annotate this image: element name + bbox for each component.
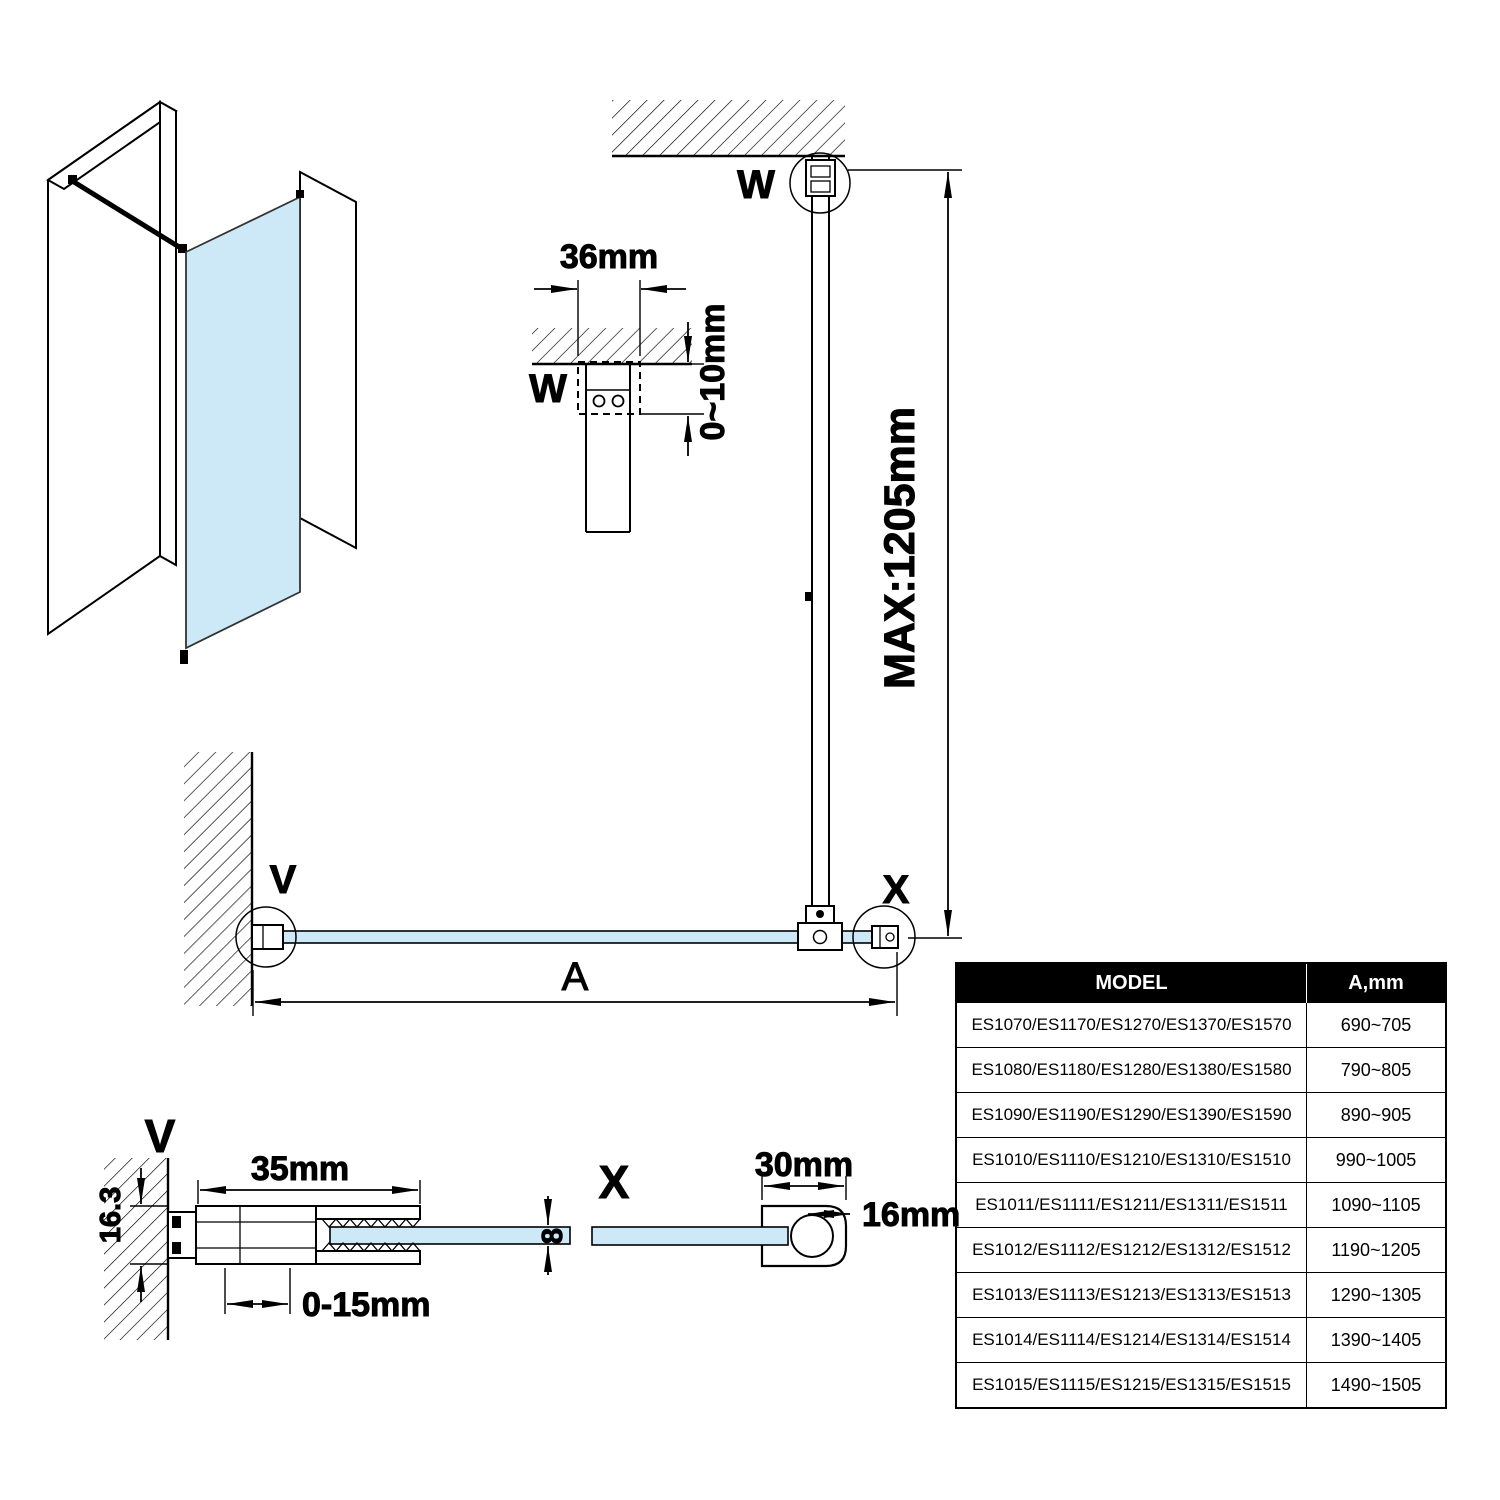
a-cell: 1490~1505 xyxy=(1306,1362,1447,1409)
table-row: ES1013/ES1113/ES1213/ES1313/ES1513 1290~… xyxy=(955,1272,1447,1318)
table-row: ES1080/ES1180/ES1280/ES1380/ES1580 790~8… xyxy=(955,1047,1447,1093)
detail-x-label: X xyxy=(599,1156,630,1208)
table-row: ES1014/ES1114/ES1214/ES1314/ES1514 1390~… xyxy=(955,1317,1447,1363)
wall-hatch xyxy=(184,752,252,1006)
model-cell: ES1014/ES1114/ES1214/ES1314/ES1514 xyxy=(955,1317,1307,1363)
serration-bottom xyxy=(321,1242,421,1252)
clamp-arm-top xyxy=(315,1205,421,1220)
a-cell: 1190~1205 xyxy=(1306,1227,1447,1273)
serration-top xyxy=(321,1218,421,1228)
model-cell: ES1080/ES1180/ES1280/ES1380/ES1580 xyxy=(955,1047,1307,1093)
left-wall-edge xyxy=(159,100,177,567)
model-cell: ES1090/ES1190/ES1290/ES1390/ES1590 xyxy=(955,1092,1307,1138)
sliding-bracket xyxy=(577,361,641,415)
bar-glass-fitting xyxy=(178,244,187,253)
wall-profile-fitting xyxy=(251,924,284,950)
table-row: ES1011/ES1111/ES1211/ES1311/ES1511 1090~… xyxy=(955,1182,1447,1228)
dim-clamp-width: 30mm xyxy=(755,1146,853,1184)
table-row: ES1070/ES1170/ES1270/ES1370/ES1570 690~7… xyxy=(955,1002,1447,1048)
ceiling-hatch xyxy=(612,100,845,156)
right-wall-face xyxy=(299,170,357,550)
clamp-arm-bottom xyxy=(315,1250,421,1265)
model-cell: ES1070/ES1170/ES1270/ES1370/ES1570 xyxy=(955,1002,1307,1048)
main-elevation: W X V MAX:1205mm A xyxy=(184,100,962,1016)
support-bar-iso xyxy=(72,179,186,253)
bar-wall-fitting xyxy=(68,175,77,184)
glass-wall-fitting xyxy=(296,190,304,198)
a-cell: 990~1005 xyxy=(1306,1137,1447,1183)
profile-body xyxy=(195,1205,317,1265)
a-cell: 790~805 xyxy=(1306,1047,1447,1093)
glass-detail-x xyxy=(591,1226,789,1246)
isometric-view xyxy=(46,100,357,664)
dim-profile-width: 35mm xyxy=(251,1150,349,1188)
bar-joint-mark xyxy=(805,592,813,601)
label-w: W xyxy=(737,163,775,207)
a-cell: 690~705 xyxy=(1306,1002,1447,1048)
model-cell: ES1015/ES1115/ES1215/ES1315/ES1515 xyxy=(955,1362,1307,1409)
bracket-screw xyxy=(592,394,606,408)
dim-max-height: MAX:1205mm xyxy=(876,407,924,689)
detail-v-label: V xyxy=(145,1110,176,1162)
model-cell: ES1010/ES1110/ES1210/ES1310/ES1510 xyxy=(955,1137,1307,1183)
detail-x: X 30mm 16mm xyxy=(591,1146,961,1268)
detail-circle-v xyxy=(235,906,297,968)
detail-v: V 16.3 35mm 8 0-15mm xyxy=(95,1110,571,1340)
table-header-row: MODEL A,mm xyxy=(956,963,1446,1003)
bracket-screw xyxy=(611,394,625,408)
model-cell: ES1011/ES1111/ES1211/ES1311/ES1511 xyxy=(955,1182,1307,1228)
label-v: V xyxy=(270,858,297,902)
dim-profile-adjust: 0-15mm xyxy=(302,1286,431,1324)
dim-bracket-width: 36mm xyxy=(560,238,658,276)
glass-end-fitting xyxy=(871,925,899,949)
dim-profile-depth: 16.3 xyxy=(95,1187,127,1243)
detail-circle-w xyxy=(789,152,851,214)
model-cell: ES1012/ES1112/ES1212/ES1312/ES1512 xyxy=(955,1227,1307,1273)
detail-w: 36mm 0~10mm W xyxy=(529,238,733,533)
wall-hatch-detail-v xyxy=(104,1158,168,1340)
a-cell: 890~905 xyxy=(1306,1092,1447,1138)
a-cell: 1390~1405 xyxy=(1306,1317,1447,1363)
table-row: ES1015/ES1115/ES1215/ES1315/ES1515 1490~… xyxy=(955,1362,1447,1409)
table-row: ES1090/ES1190/ES1290/ES1390/ES1590 890~9… xyxy=(955,1092,1447,1138)
model-cell: ES1013/ES1113/ES1213/ES1313/ES1513 xyxy=(955,1272,1307,1318)
dim-a: A xyxy=(562,955,589,999)
glass-foot xyxy=(180,650,188,664)
table-header-amm: A,mm xyxy=(1306,963,1446,1003)
table-row: ES1010/ES1110/ES1210/ES1310/ES1510 990~1… xyxy=(955,1137,1447,1183)
glass-detail-v xyxy=(329,1226,571,1245)
detail-circle-x xyxy=(852,905,916,969)
spec-table: MODEL A,mm ES1070/ES1170/ES1270/ES1370/E… xyxy=(955,962,1447,1409)
detail-w-label: W xyxy=(529,367,567,411)
dim-ceiling-adjust: 0~10mm xyxy=(694,303,732,440)
a-cell: 1090~1105 xyxy=(1306,1182,1447,1228)
table-header-model: MODEL xyxy=(956,963,1307,1003)
dim-glass-thickness: 8 xyxy=(537,1228,569,1244)
label-x: X xyxy=(883,868,910,912)
a-cell: 1290~1305 xyxy=(1306,1272,1447,1318)
bar-cross-section xyxy=(790,1214,834,1258)
ceiling-hatch-detail xyxy=(532,328,692,364)
dim-clamp-depth: 16mm xyxy=(862,1196,960,1234)
glass-panel-iso xyxy=(185,195,301,650)
table-row: ES1012/ES1112/ES1212/ES1312/ES1512 1190~… xyxy=(955,1227,1447,1273)
